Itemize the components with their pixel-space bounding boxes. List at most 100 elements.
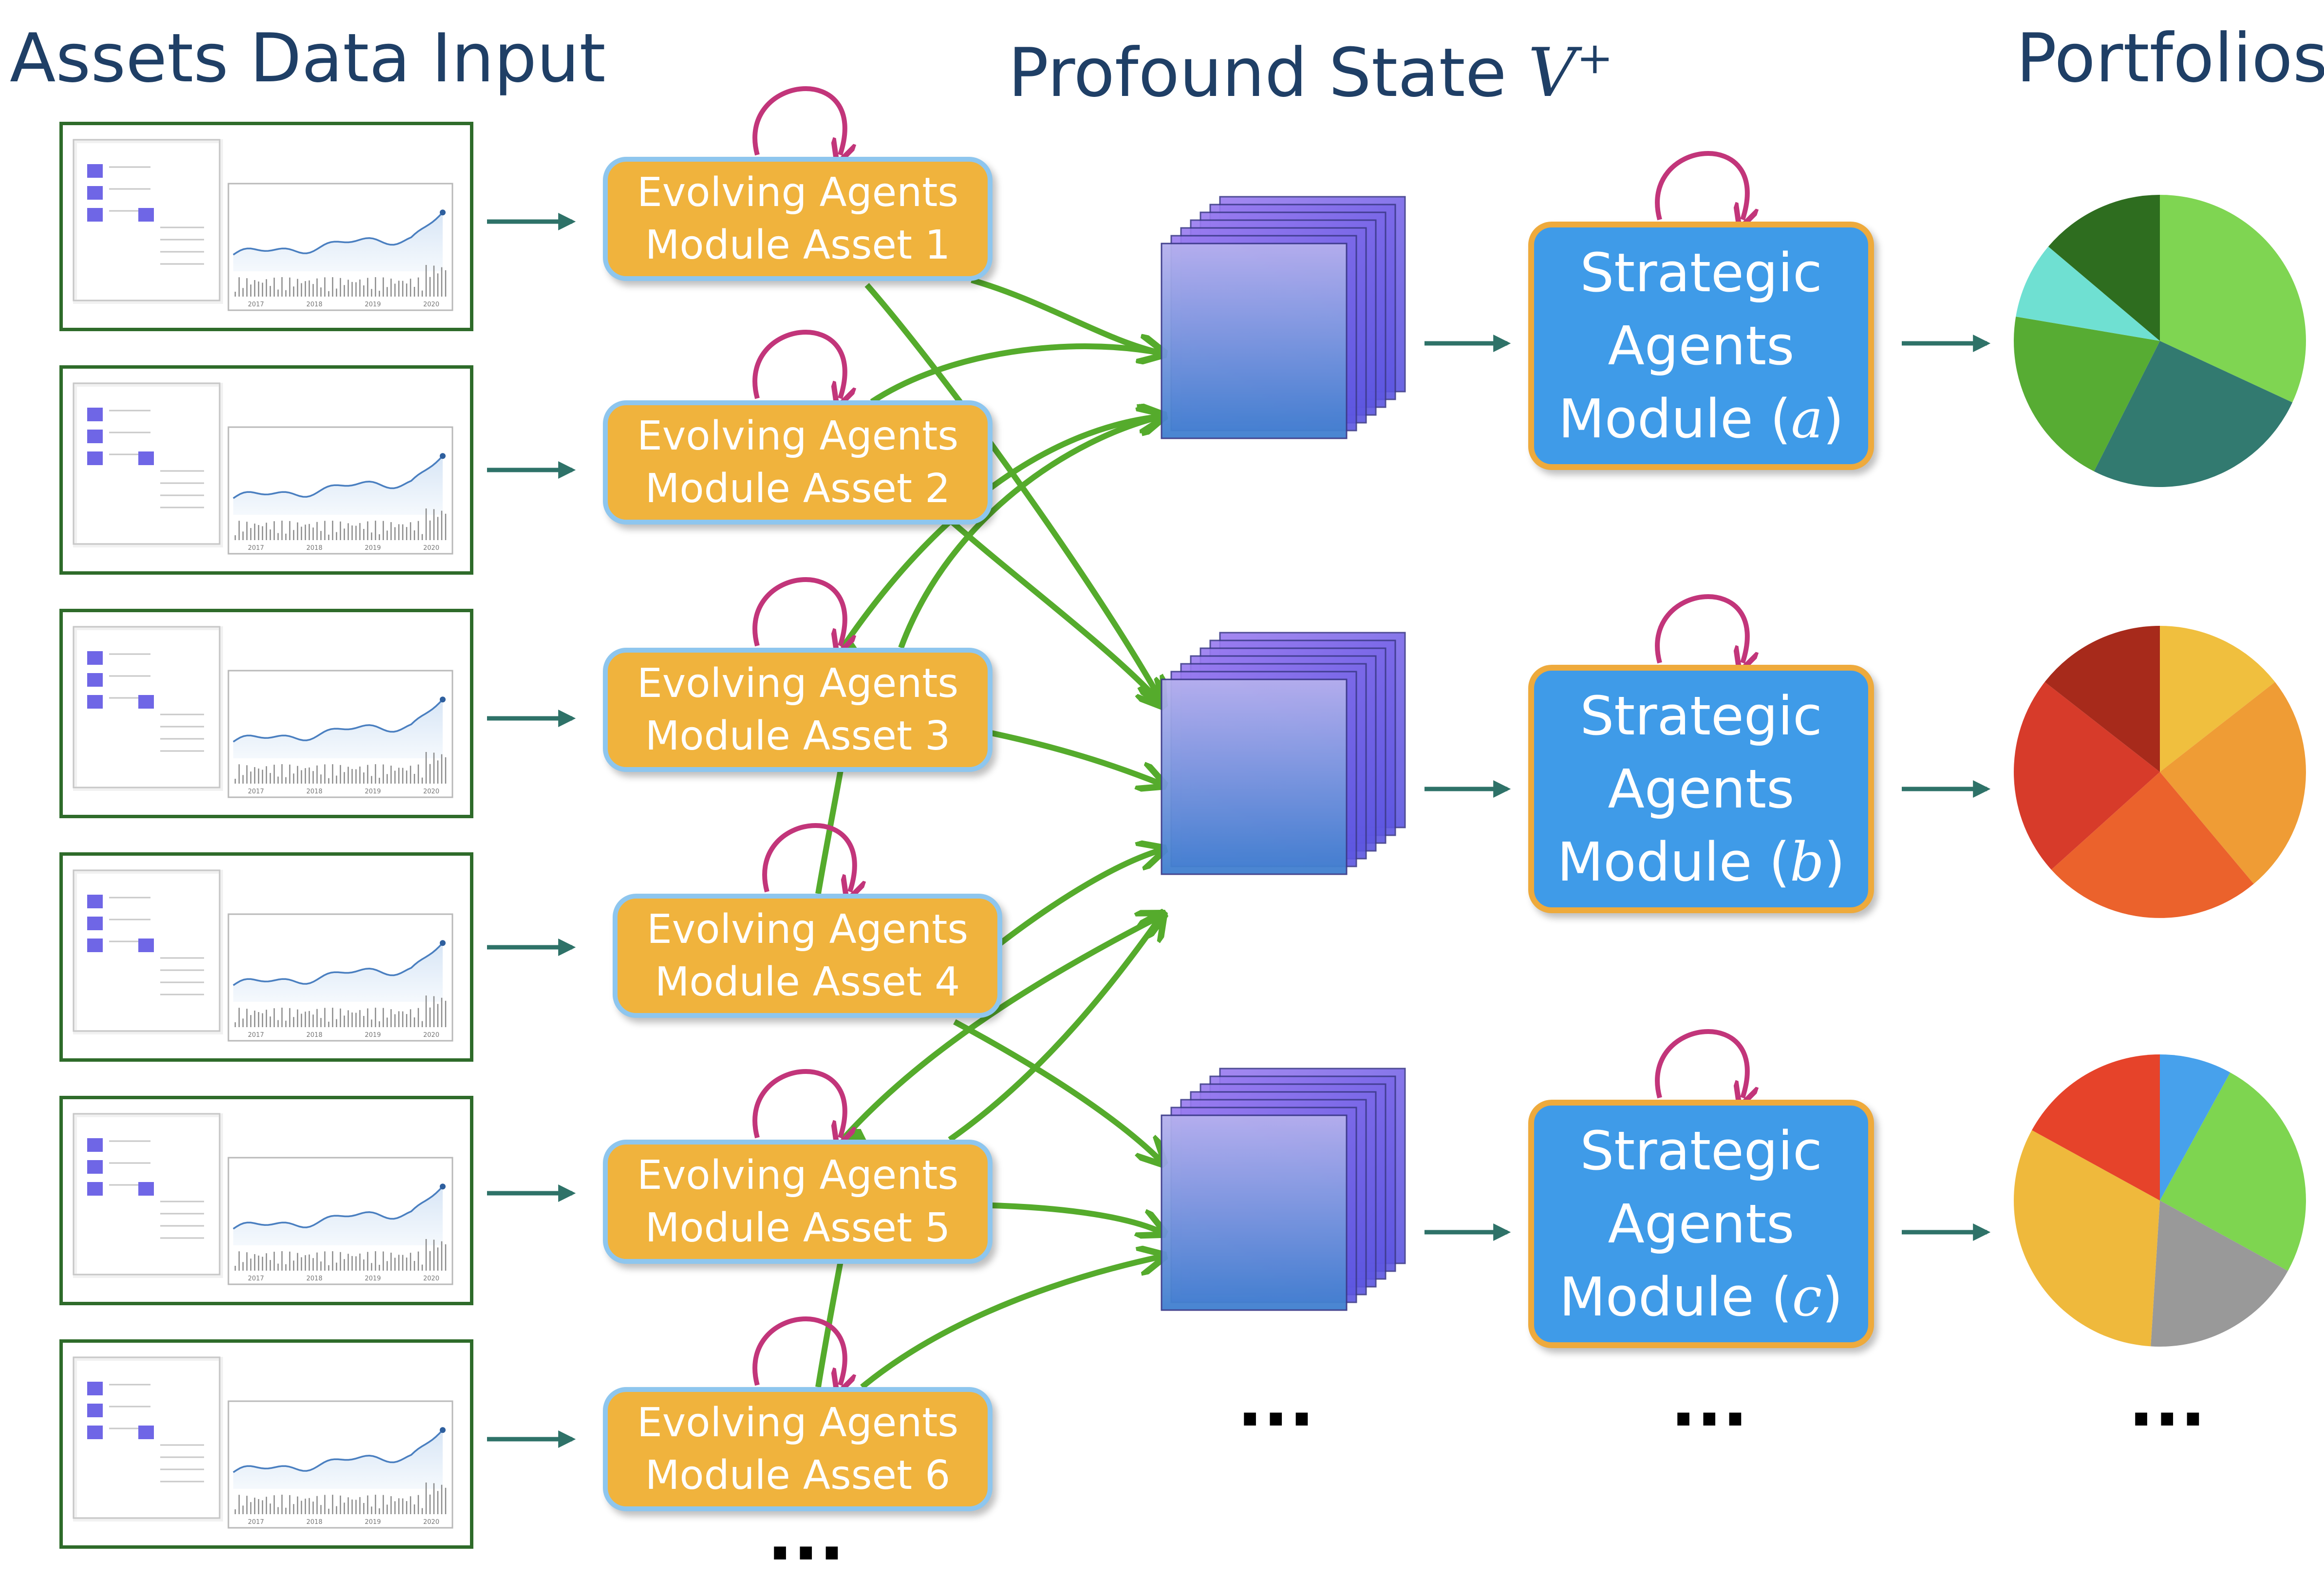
asset-data-thumbnail: 2017 2018 2019 2020 xyxy=(73,869,453,1042)
module-variable: c xyxy=(1792,1266,1822,1328)
chart-year-label: 2019 xyxy=(365,1032,381,1039)
chart-year-label: 2019 xyxy=(365,544,381,552)
pie-slice xyxy=(2051,772,2254,918)
portfolio-pie-1 xyxy=(2014,195,2306,488)
chart-year-label: 2017 xyxy=(248,1032,264,1039)
self-loop-arrow xyxy=(752,1069,845,1138)
module-label: Module (a) xyxy=(1558,388,1844,450)
price-marker xyxy=(440,940,446,946)
module-subtitle: Module Asset 4 xyxy=(655,958,960,1005)
chart-year-label: 2018 xyxy=(306,544,322,552)
state-connection-arrow xyxy=(991,1202,1162,1232)
price-marker xyxy=(440,696,446,703)
self-loop-arrow xyxy=(1655,1029,1747,1098)
portfolio-pie-3 xyxy=(2014,1054,2306,1347)
price-marker xyxy=(440,1183,446,1190)
chart-year-label: 2019 xyxy=(365,1275,381,1282)
asset-data-panel-4: 2017 2018 2019 2020 xyxy=(59,852,473,1062)
state-connection-arrow xyxy=(870,346,1162,405)
chart-year-label: 2018 xyxy=(306,1032,322,1039)
module-title: Evolving Agents xyxy=(637,1399,959,1446)
header-assets-data-input: Assets Data Input xyxy=(10,19,606,97)
pie-slice xyxy=(2160,626,2275,772)
self-loop-arrow xyxy=(752,577,845,646)
document-shadow xyxy=(73,626,223,791)
module-title: Strategic xyxy=(1580,242,1822,304)
header-state-variable: V+ xyxy=(1528,33,1613,112)
document-bullet xyxy=(87,186,103,200)
ellipsis-states: ... xyxy=(1237,1363,1315,1442)
portfolio-pies xyxy=(2014,195,2306,1347)
chart-year-label: 2017 xyxy=(248,1275,264,1282)
price-marker xyxy=(440,209,446,216)
state-connection-arrow xyxy=(990,730,1162,784)
price-line xyxy=(233,1185,444,1230)
state-connection-arrow xyxy=(938,509,1162,704)
document-bullet xyxy=(87,408,103,421)
pie-slice xyxy=(2160,682,2306,884)
module-subtitle: Agents xyxy=(1608,1193,1795,1255)
document-bullet xyxy=(138,208,154,222)
state-connection-arrow xyxy=(948,916,1162,1142)
profound-state-stack-3 xyxy=(1161,1068,1406,1311)
state-connection-arrow xyxy=(953,1019,1162,1162)
document-bullet xyxy=(87,1138,103,1152)
document-bullet xyxy=(87,1160,103,1174)
state-layer xyxy=(1161,678,1348,875)
chart-year-label: 2020 xyxy=(423,301,439,308)
chart-year-label: 2020 xyxy=(423,788,439,795)
header-profound-state: Profound State V+ xyxy=(1008,15,1613,117)
self-loop-arrow xyxy=(752,86,845,155)
price-marker xyxy=(440,453,446,459)
document-bullet xyxy=(87,1404,103,1417)
state-layer xyxy=(1161,1114,1348,1311)
document-bullet xyxy=(87,1426,103,1439)
chart-year-label: 2017 xyxy=(248,301,264,308)
document-bullet xyxy=(87,917,103,930)
profound-state-stack-2 xyxy=(1161,632,1406,875)
document-shadow xyxy=(73,1357,223,1521)
document-bullet xyxy=(138,1182,154,1196)
document-bullet xyxy=(87,895,103,908)
document-bullet xyxy=(87,164,103,178)
chart-year-label: 2020 xyxy=(423,1275,439,1282)
module-subtitle: Agents xyxy=(1608,758,1795,820)
ellipsis-portfolios: ... xyxy=(2128,1363,2206,1442)
portfolio-pie-2 xyxy=(2014,626,2306,918)
module-title: Strategic xyxy=(1580,1120,1822,1182)
flow-arrows xyxy=(487,213,1991,1448)
ellipsis-strategic: ... xyxy=(1670,1363,1748,1442)
price-line xyxy=(233,211,444,256)
state-connection-arrow xyxy=(898,416,1162,649)
document-bullet xyxy=(87,430,103,443)
price-line xyxy=(233,698,444,743)
document-shadow xyxy=(73,383,223,547)
pie-slice xyxy=(2160,195,2306,403)
self-loop-arrow xyxy=(752,1316,845,1385)
module-title: Evolving Agents xyxy=(637,169,959,216)
document-bullet xyxy=(87,939,103,952)
self-loop-arrow xyxy=(1655,151,1747,220)
pie-slice xyxy=(2160,1054,2230,1201)
pie-slice xyxy=(2048,195,2160,341)
module-subtitle: Agents xyxy=(1608,315,1795,377)
chart-year-label: 2020 xyxy=(423,1032,439,1039)
self-loop-arrow xyxy=(762,823,855,892)
module-label: Module (c) xyxy=(1559,1266,1843,1328)
chart-year-label: 2018 xyxy=(306,301,322,308)
chart-year-label: 2017 xyxy=(248,788,264,795)
chart-year-label: 2019 xyxy=(365,788,381,795)
document-shadow xyxy=(73,870,223,1034)
module-subtitle: Module Asset 2 xyxy=(645,465,951,512)
document-bullet xyxy=(87,673,103,687)
price-line xyxy=(233,1429,444,1473)
